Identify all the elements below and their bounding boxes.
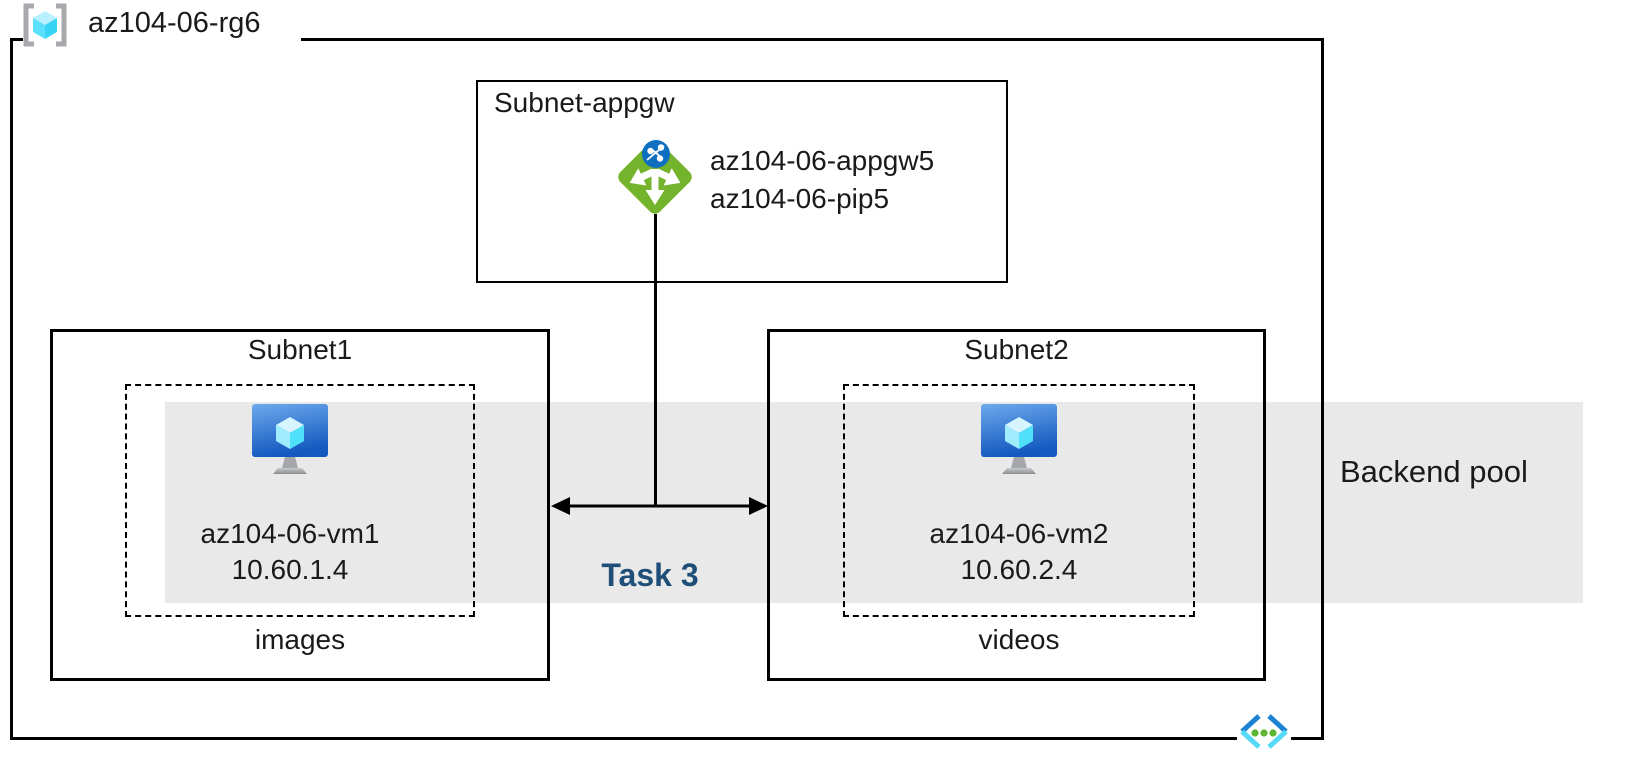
subnet2-vm-dashed-box	[843, 384, 1195, 617]
subnet2-box	[767, 329, 1266, 681]
virtual-network-icon	[1237, 714, 1291, 749]
vm2-ip-label: 10.60.2.4	[960, 554, 1078, 585]
subnet1-vm-dashed-box	[125, 384, 475, 617]
resource-group-border-gap	[23, 30, 301, 48]
resource-group-label: az104-06-rg6	[88, 7, 261, 39]
backend-pool-label: Backend pool	[1340, 454, 1528, 489]
application-gateway-icon	[618, 140, 692, 214]
subnet-appgw-title: Subnet-appgw	[494, 87, 675, 118]
resource-group-box	[10, 38, 1324, 740]
resource-group-icon	[23, 3, 67, 47]
subnet1-title: Subnet1	[247, 334, 353, 365]
vm1-ip-label: 10.60.1.4	[231, 554, 349, 585]
app-gateway-name-label: az104-06-appgw5	[710, 145, 935, 176]
virtual-machine-icon	[252, 404, 328, 474]
subnet1-box	[50, 329, 550, 681]
subnet-appgw-box	[476, 80, 1008, 283]
vm1-name-label: az104-06-vm1	[200, 518, 380, 549]
public-ip-name-label: az104-06-pip5	[710, 183, 890, 214]
subnet1-caption: images	[254, 624, 346, 655]
task-label: Task 3	[601, 557, 699, 593]
vm2-name-label: az104-06-vm2	[929, 518, 1109, 549]
virtual-machine-icon	[981, 404, 1057, 474]
backend-pool-band	[165, 402, 1583, 603]
subnet2-caption: videos	[978, 624, 1060, 655]
subnet2-title: Subnet2	[964, 334, 1069, 365]
